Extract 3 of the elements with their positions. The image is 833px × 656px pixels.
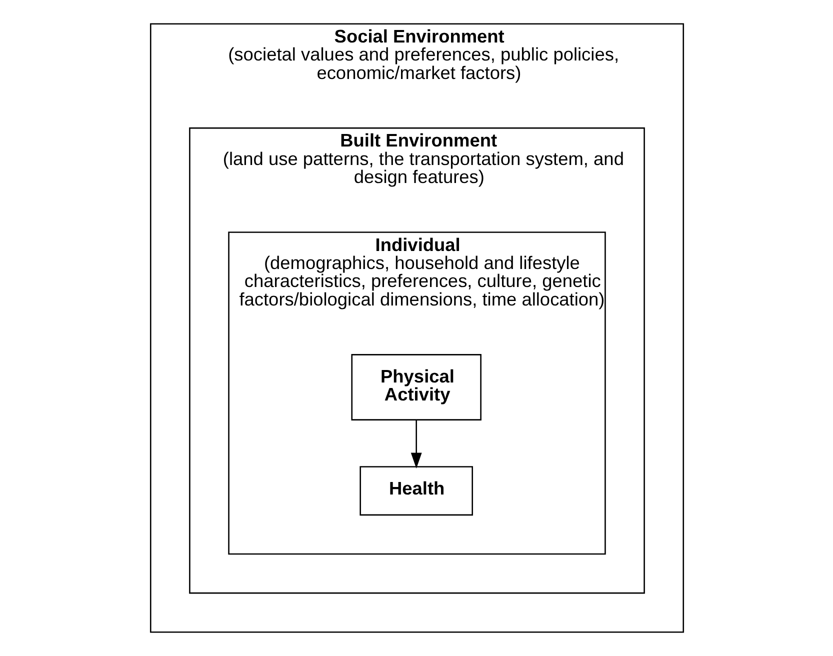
node-box: Health: [359, 466, 473, 516]
node-box: Physical Activity: [350, 354, 481, 420]
arrow: [410, 420, 422, 468]
